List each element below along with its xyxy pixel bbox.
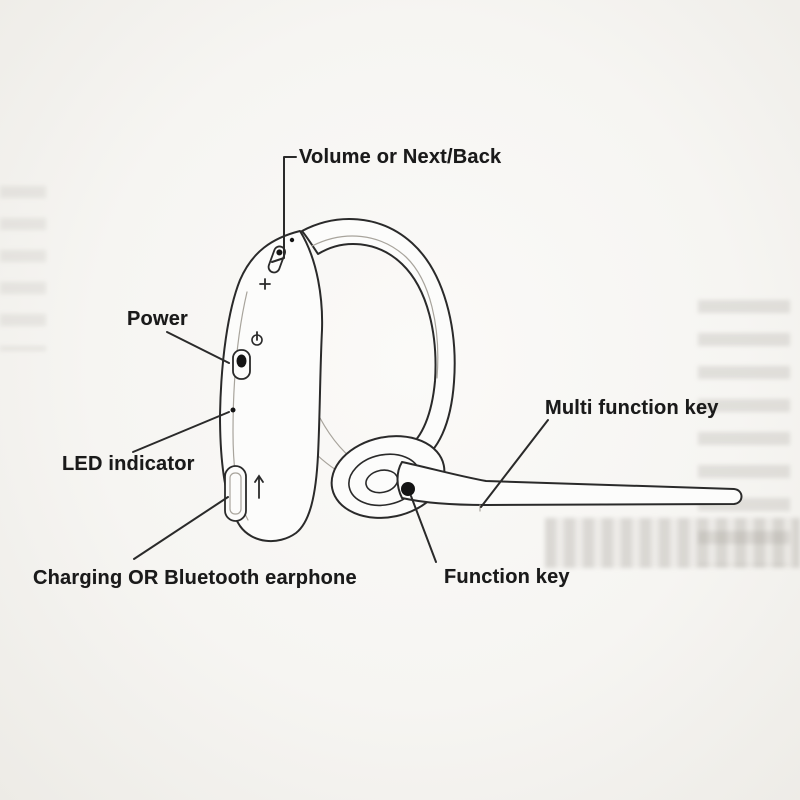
charging-port — [224, 465, 264, 522]
callout-led-line — [132, 411, 230, 453]
callout-multi-function-line — [480, 419, 549, 508]
label-led-indicator: LED indicator — [62, 453, 195, 475]
callout-charging-line — [133, 496, 229, 560]
callout-volume-line — [271, 156, 297, 263]
label-function-key: Function key — [444, 566, 570, 588]
usb-arrow-icon — [254, 474, 264, 499]
mic-boom — [396, 461, 743, 512]
label-power: Power — [127, 308, 189, 330]
function-key-button — [401, 482, 415, 496]
callout-lines — [132, 156, 549, 563]
label-volume-or-next-back: Volume or Next/Back — [299, 146, 502, 168]
callout-function-line — [410, 495, 437, 563]
plus-mark-icon — [259, 278, 271, 290]
label-charging-or-bluetooth: Charging OR Bluetooth earphone — [33, 567, 357, 589]
power-switch — [232, 331, 263, 380]
power-symbol-icon — [251, 331, 263, 346]
led-dot — [230, 407, 236, 413]
callout-power-line — [166, 331, 230, 364]
label-multi-function-key: Multi function key — [545, 397, 719, 419]
